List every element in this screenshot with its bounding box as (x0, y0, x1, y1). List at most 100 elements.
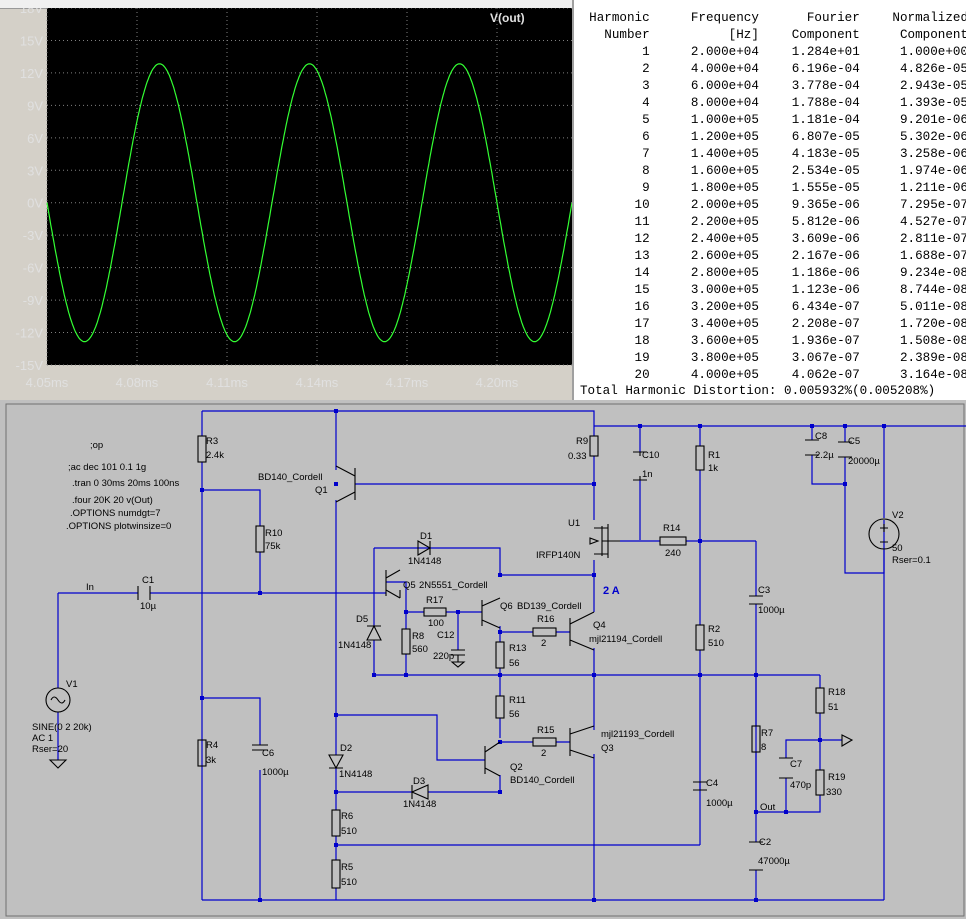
frequency-cell: 3.200e+05 (690, 300, 759, 314)
label-c8: C8 (815, 431, 827, 442)
diode-d3 (410, 784, 429, 800)
value-q4: mjl21194_Cordell (589, 634, 662, 645)
ground-v1 (48, 759, 68, 769)
value-r13: 56 (509, 658, 520, 669)
y-tick-label: -6V (23, 261, 44, 276)
label-r16: R16 (537, 614, 554, 625)
fourier-component-cell: 3.067e-07 (791, 351, 860, 365)
directive-four[interactable]: .four 20K 20 v(Out) (72, 495, 153, 506)
label-r10: R10 (265, 528, 282, 539)
directive-op[interactable]: ;op (90, 440, 103, 451)
normalized-component-cell: 1.974e-06 (899, 164, 966, 178)
schematic-canvas[interactable]: ;op ;ac dec 101 0.1 1g .tran 0 30ms 20ms… (0, 400, 966, 919)
frequency-cell: 6.000e+04 (690, 79, 759, 93)
directive-options-plotwinsize[interactable]: .OPTIONS plotwinsize=0 (66, 521, 171, 532)
harmonic-number: 8 (642, 164, 650, 178)
harmonic-number: 18 (634, 334, 650, 348)
resistor-r8 (401, 628, 411, 655)
directive-options-numdgt[interactable]: .OPTIONS numdgt=7 (70, 508, 161, 519)
label-r17: R17 (426, 595, 443, 606)
harmonic-number: 7 (642, 147, 650, 161)
diode-d1 (417, 540, 432, 556)
normalized-component-cell: 4.826e-05 (899, 62, 966, 76)
spice-directives[interactable]: ;op ;ac dec 101 0.1 1g .tran 0 30ms 20ms… (66, 440, 179, 532)
label-c12: C12 (437, 630, 454, 641)
directive-ac[interactable]: ;ac dec 101 0.1 1g (68, 462, 146, 473)
harmonic-number: 16 (634, 300, 650, 314)
vout-trace (46, 63, 572, 343)
y-tick-label: 18V (20, 8, 43, 16)
value-v2: 50 (892, 543, 903, 554)
value-d2: 1N4148 (339, 769, 372, 780)
label-c10: C10 (642, 450, 659, 461)
value-v1-sine: SINE(0 2 20k) (32, 722, 92, 733)
x-tick-label: 4.11ms (206, 375, 248, 390)
fourier-component-cell: 1.284e+01 (791, 45, 860, 59)
header-hz: [Hz] (728, 28, 759, 42)
output-arrow (841, 734, 854, 747)
harmonic-number: 10 (634, 198, 650, 212)
value-d5: 1N4148 (338, 640, 371, 651)
resistor-r2 (695, 624, 705, 651)
normalized-component-cell: 5.011e-08 (899, 300, 966, 314)
label-d2: D2 (340, 743, 352, 754)
fourier-component-cell: 2.167e-06 (791, 249, 860, 263)
value-c3: 1000µ (758, 605, 785, 616)
plot-area[interactable] (47, 8, 572, 365)
harmonic-number: 14 (634, 266, 650, 280)
harmonic-number: 1 (642, 45, 650, 59)
transistor-q6 (481, 597, 501, 629)
value-r19: 330 (826, 787, 842, 798)
frequency-cell: 1.600e+05 (690, 164, 759, 178)
resistor-r10 (255, 525, 265, 553)
frequency-cell: 3.000e+05 (690, 283, 759, 297)
label-c1: C1 (142, 575, 154, 586)
label-r4: R4 (206, 740, 218, 751)
label-c7: C7 (790, 759, 802, 770)
current-annotation: 2 A (603, 585, 620, 597)
capacitor-c3 (749, 595, 763, 605)
capacitor-c2 (749, 841, 763, 871)
schematic-window[interactable]: ;op ;ac dec 101 0.1 1g .tran 0 30ms 20ms… (0, 400, 966, 919)
frequency-cell: 1.800e+05 (690, 181, 759, 195)
label-r8: R8 (412, 631, 424, 642)
fourier-component-cell: 1.788e-04 (791, 96, 860, 110)
resistor-r4 (197, 739, 207, 767)
value-r4: 3k (206, 755, 216, 766)
label-r1: R1 (708, 450, 720, 461)
frequency-cell: 2.800e+05 (690, 266, 759, 280)
value-c8: 2.2µ (815, 450, 834, 461)
fourier-component-cell: 6.434e-07 (791, 300, 860, 314)
value-r2: 510 (708, 638, 724, 649)
value-r3: 2.4k (206, 450, 224, 461)
label-r13: R13 (509, 643, 526, 654)
label-q4: Q4 (593, 620, 606, 631)
value-c7: 470p (790, 780, 811, 791)
label-q3: Q3 (601, 743, 614, 754)
label-c6: C6 (262, 748, 274, 759)
value-c1: 10µ (140, 601, 157, 612)
label-c4: C4 (706, 778, 718, 789)
normalized-component-cell: 1.508e-08 (899, 334, 966, 348)
value-c5: 20000µ (848, 456, 880, 467)
value-r17: 100 (428, 618, 444, 629)
directive-tran[interactable]: .tran 0 30ms 20ms 100ns (72, 478, 179, 489)
label-c3: C3 (758, 585, 770, 596)
y-tick-label: 6V (27, 131, 43, 146)
value-r15: 2 (541, 748, 546, 759)
normalized-component-cell: 9.234e-08 (899, 266, 966, 280)
y-tick-label: -12V (16, 326, 44, 341)
normalized-component-cell: 4.527e-07 (899, 215, 966, 229)
fourier-output-window[interactable]: Harmonic Frequency Fourier Normalized Nu… (572, 0, 966, 423)
label-out: Out (760, 802, 776, 813)
resistor-r16 (532, 627, 557, 637)
frequency-cell: 1.400e+05 (690, 147, 759, 161)
trace-label[interactable]: V(out) (490, 11, 525, 25)
value-c2: 47000µ (758, 856, 790, 867)
